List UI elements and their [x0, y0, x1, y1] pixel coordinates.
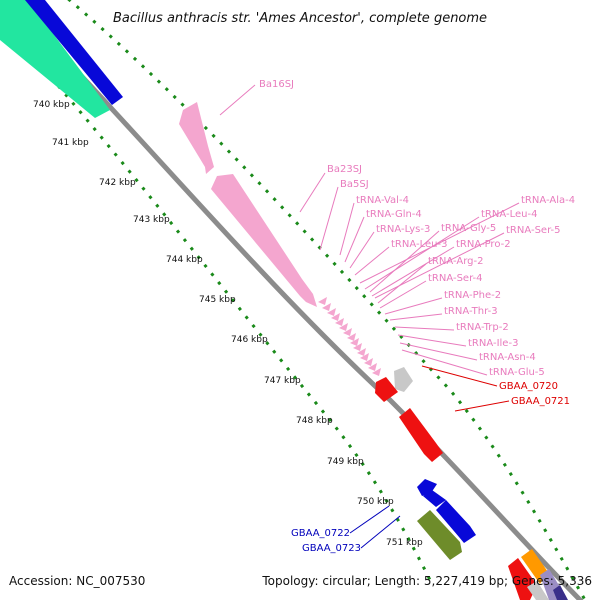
gene-red-small	[375, 377, 398, 402]
leader-line	[394, 326, 455, 331]
scale-tick-label: 748 kbp	[296, 416, 333, 426]
leader-line	[344, 216, 365, 263]
leader-line	[219, 84, 256, 116]
gene-blue-medium	[423, 490, 446, 507]
scale-tick-label: 741 kbp	[52, 138, 89, 148]
trna-cluster	[318, 297, 381, 376]
leader-line	[371, 246, 455, 297]
accession-text: Accession: NC_007530	[9, 574, 145, 588]
trna-arrow	[318, 297, 327, 305]
scale-tick-label: 745 kbp	[199, 295, 236, 305]
trna-arrow	[360, 353, 369, 361]
feature-label: Ba16SJ	[259, 79, 294, 90]
trna-arrow	[322, 303, 331, 311]
leader-line	[364, 216, 480, 290]
feature-labels: Ba16SJ Ba23SJ Ba5SJ tRNA-Val-4 tRNA-Ala-4 tRN…	[259, 79, 575, 554]
scale-tick-label: 744 kbp	[166, 255, 203, 265]
leader-line	[399, 342, 478, 361]
leader-line	[397, 334, 467, 347]
trna-arrow	[364, 358, 373, 366]
feature-label: tRNA-Leu-3	[391, 239, 447, 250]
gene-cyan-band	[0, 0, 110, 118]
feature-label: Ba5SJ	[340, 179, 369, 190]
leader-line	[454, 400, 510, 412]
trna-arrow	[327, 308, 336, 316]
feature-label: tRNA-Arg-2	[428, 256, 483, 267]
trna-arrow	[331, 313, 340, 321]
scale-tick-label: 743 kbp	[133, 215, 170, 225]
trna-arrow	[372, 368, 381, 376]
trna-arrow	[353, 343, 362, 351]
leader-line	[360, 515, 401, 549]
feature-label: tRNA-Gly-5	[441, 223, 496, 234]
feature-label: tRNA-Leu-4	[481, 209, 537, 220]
feature-label: tRNA-Ser-5	[506, 225, 561, 236]
feature-label: tRNA-Ser-4	[428, 273, 483, 284]
map-title: Bacillus anthracis str. 'Ames Ancestor',…	[113, 11, 487, 26]
gene-grey-small	[394, 367, 413, 392]
feature-label: tRNA-Gln-4	[366, 209, 422, 220]
scale-tick-label: 740 kbp	[33, 100, 70, 110]
feature-label: tRNA-Trp-2	[456, 322, 509, 333]
feature-label: GBAA_0723	[302, 543, 361, 554]
feature-label: Ba23SJ	[327, 164, 362, 175]
leader-line	[349, 231, 375, 269]
leader-line	[319, 186, 339, 251]
leader-line	[377, 263, 427, 304]
feature-label: GBAA_0721	[511, 396, 570, 407]
leader-line	[299, 172, 326, 213]
feature-label: tRNA-Ala-4	[521, 195, 575, 206]
leader-line	[339, 202, 355, 256]
gene-blue-small	[417, 479, 437, 496]
gene-blue-band	[25, 0, 123, 105]
feature-label: tRNA-Asn-4	[479, 352, 536, 363]
rrna-23s-arrow	[211, 174, 317, 307]
feature-leader-lines	[219, 84, 520, 549]
scale-tick-label: 747 kbp	[264, 376, 301, 386]
gene-grey-corner	[527, 581, 549, 600]
leader-line	[354, 246, 390, 276]
inner-dotted-ring	[0, 18, 432, 581]
leader-line	[389, 313, 443, 321]
trna-arrow	[350, 338, 359, 346]
leader-line	[349, 505, 390, 534]
trna-arrow	[335, 318, 344, 326]
scale-tick-label: 746 kbp	[231, 335, 268, 345]
trna-arrow	[339, 323, 348, 331]
leader-line	[369, 230, 440, 293]
leader-line	[379, 280, 427, 309]
trna-arrow	[368, 363, 377, 371]
leader-line	[401, 349, 488, 376]
feature-label: tRNA-Pro-2	[456, 239, 511, 250]
feature-label: tRNA-Thr-3	[444, 306, 498, 317]
trna-arrow	[347, 333, 356, 341]
gene-blue-large	[436, 500, 476, 543]
scale-tick-label: 750 kbp	[357, 497, 394, 507]
feature-label: tRNA-Glu-5	[489, 367, 545, 378]
feature-label: GBAA_0722	[291, 528, 350, 539]
gene-navy-corner	[553, 585, 568, 600]
feature-label: tRNA-Phe-2	[444, 290, 501, 301]
leader-line	[384, 297, 443, 315]
trna-arrow	[343, 328, 352, 336]
trna-arrow	[357, 348, 366, 356]
scale-tick-label: 751 kbp	[386, 538, 423, 548]
feature-label: tRNA-Ile-3	[468, 338, 518, 349]
feature-label: tRNA-Lys-3	[376, 224, 430, 235]
feature-label: tRNA-Val-4	[356, 195, 409, 206]
gene-red-large	[399, 408, 443, 462]
rrna-16s-arrow	[179, 102, 214, 174]
scale-tick-labels: 740 kbp 741 kbp 742 kbp 743 kbp 744 kbp 745 k…	[33, 100, 423, 548]
feature-label: GBAA_0720	[499, 381, 558, 392]
scale-tick-label: 749 kbp	[327, 457, 364, 467]
topology-summary-text: Topology: circular; Length: 5,227,419 bp…	[261, 574, 592, 588]
gene-green	[417, 510, 462, 560]
leader-line	[359, 202, 520, 284]
scale-tick-label: 742 kbp	[99, 178, 136, 188]
leader-line	[421, 365, 498, 387]
leader-line	[374, 232, 505, 299]
